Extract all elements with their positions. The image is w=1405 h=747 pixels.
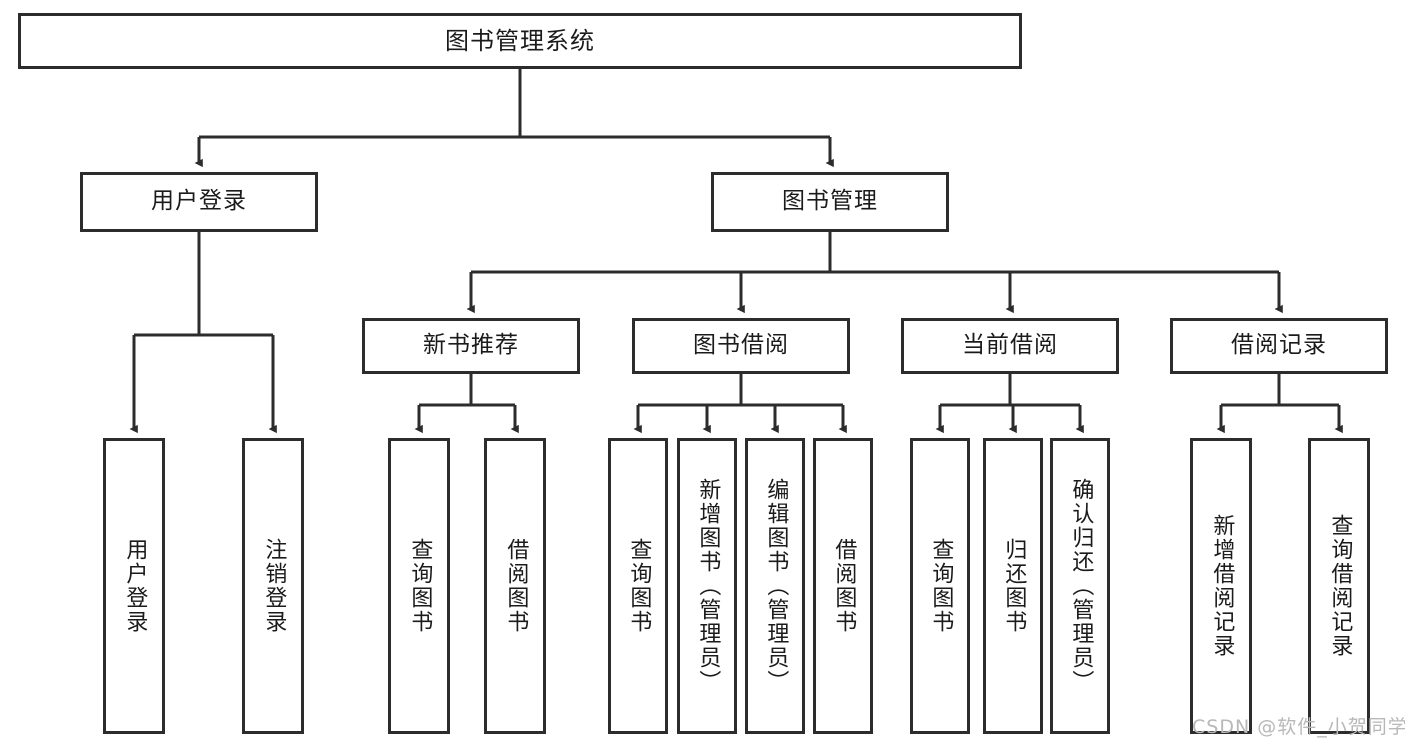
node-label-leaf-return-book: 归还图书	[1001, 538, 1027, 634]
node-label-leaf-add-book: 新增图书（管理员）	[695, 478, 721, 694]
node-label-current-borrow: 当前借阅	[962, 332, 1058, 359]
node-label-root: 图书管理系统	[445, 26, 595, 55]
node-label-new-book-rec: 新书推荐	[423, 332, 519, 359]
node-label-leaf-add-record: 新增借阅记录	[1209, 514, 1235, 658]
node-label-leaf-borrow-book-2: 借阅图书	[831, 538, 857, 634]
node-root[interactable]: 图书管理系统	[18, 13, 1022, 69]
node-label-leaf-borrow-book-1: 借阅图书	[503, 538, 529, 634]
node-label-leaf-query-book-3: 查询图书	[928, 538, 954, 634]
node-new-book-rec[interactable]: 新书推荐	[362, 318, 580, 374]
node-leaf-user-logout[interactable]: 注销登录	[242, 438, 304, 734]
node-leaf-query-record[interactable]: 查询借阅记录	[1308, 438, 1370, 734]
node-leaf-query-book-2[interactable]: 查询图书	[608, 438, 668, 734]
node-leaf-user-login[interactable]: 用户登录	[103, 438, 165, 734]
csdn-watermark: CSDN @软件_小贺同学	[1192, 716, 1405, 738]
node-label-book-manage: 图书管理	[782, 188, 878, 215]
node-book-manage[interactable]: 图书管理	[711, 172, 949, 232]
node-leaf-query-book-1[interactable]: 查询图书	[388, 438, 450, 734]
node-label-user-login: 用户登录	[151, 188, 247, 215]
node-leaf-edit-book[interactable]: 编辑图书（管理员）	[745, 438, 805, 734]
node-borrow-record[interactable]: 借阅记录	[1170, 318, 1388, 374]
node-label-leaf-user-login: 用户登录	[122, 538, 148, 634]
node-book-borrow[interactable]: 图书借阅	[632, 318, 850, 374]
node-leaf-query-book-3[interactable]: 查询图书	[910, 438, 970, 734]
node-label-borrow-record: 借阅记录	[1231, 332, 1327, 359]
node-current-borrow[interactable]: 当前借阅	[901, 318, 1119, 374]
node-label-leaf-confirm-return: 确认归还（管理员）	[1068, 478, 1094, 694]
node-leaf-borrow-book-1[interactable]: 借阅图书	[484, 438, 546, 734]
node-leaf-add-record[interactable]: 新增借阅记录	[1190, 438, 1252, 734]
node-label-book-borrow: 图书借阅	[693, 332, 789, 359]
node-leaf-return-book[interactable]: 归还图书	[983, 438, 1043, 734]
node-leaf-confirm-return[interactable]: 确认归还（管理员）	[1050, 438, 1110, 734]
node-label-leaf-query-book-2: 查询图书	[626, 538, 652, 634]
node-label-leaf-user-logout: 注销登录	[261, 538, 287, 634]
node-label-leaf-query-record: 查询借阅记录	[1327, 514, 1353, 658]
node-leaf-add-book[interactable]: 新增图书（管理员）	[677, 438, 737, 734]
node-label-leaf-query-book-1: 查询图书	[407, 538, 433, 634]
node-user-login[interactable]: 用户登录	[80, 172, 318, 232]
node-leaf-borrow-book-2[interactable]: 借阅图书	[813, 438, 873, 734]
node-label-leaf-edit-book: 编辑图书（管理员）	[763, 478, 789, 694]
